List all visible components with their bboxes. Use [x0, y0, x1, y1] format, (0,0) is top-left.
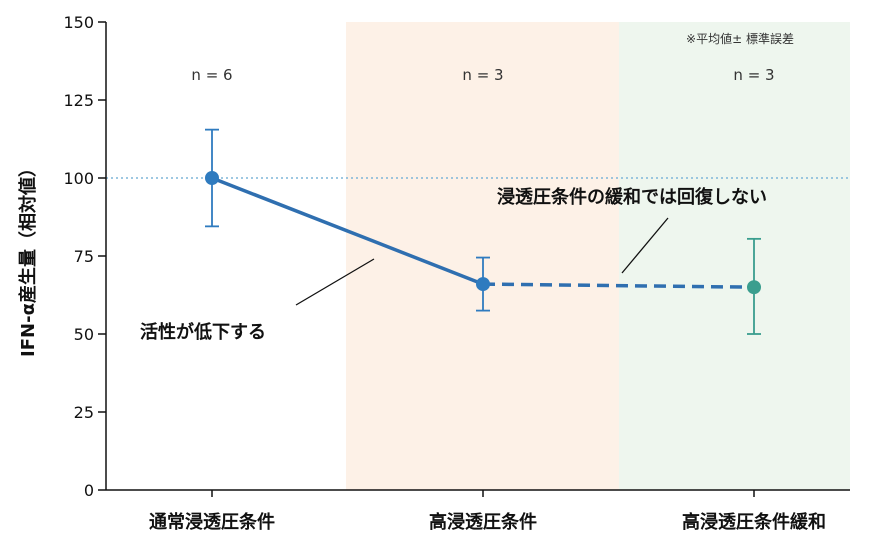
shaded-region-1 [346, 22, 619, 490]
y-tick-label-25: 25 [74, 403, 94, 422]
y-tick-label-50: 50 [74, 325, 94, 344]
n-label-2: n = 3 [462, 66, 503, 84]
y-tick-label-0: 0 [84, 481, 94, 500]
y-tick-label-150: 150 [63, 13, 94, 32]
annotation-activity-decrease: 活性が低下する [140, 321, 266, 343]
data-point-3 [747, 280, 761, 295]
y-tick-label-75: 75 [74, 247, 94, 266]
y-axis: 0 25 50 75 100 125 150 [63, 13, 107, 500]
n-label-3: n = 3 [733, 66, 774, 84]
line-segment-1 [211, 176, 484, 286]
x-axis: 通常浸透圧条件 高浸透圧条件 高浸透圧条件緩和 [106, 489, 850, 533]
x-category-label-1: 通常浸透圧条件 [149, 511, 275, 533]
annotation-leader-1 [295, 258, 375, 306]
annotation-leader-2 [621, 217, 669, 274]
shaded-region-2 [619, 22, 850, 490]
n-labels: n = 6 n = 3 n = 3 [191, 66, 774, 84]
y-tick-label-100: 100 [63, 169, 94, 188]
y-tick-label-125: 125 [63, 91, 94, 110]
x-category-label-3: 高浸透圧条件緩和 [682, 511, 826, 533]
series [205, 128, 761, 335]
annotation-no-recovery: 浸透圧条件の緩和では回復しない [497, 186, 767, 208]
data-point-2 [476, 277, 490, 292]
y-axis-label: IFN-α産生量（相対値） [17, 159, 39, 357]
error-note: ※平均値± 標準誤差 [686, 31, 794, 46]
annotations: 活性が低下する 浸透圧条件の緩和では回復しない [140, 186, 767, 343]
x-category-label-2: 高浸透圧条件 [429, 511, 537, 533]
n-label-1: n = 6 [191, 66, 232, 84]
data-point-1 [205, 171, 219, 185]
line-segment-2 [482, 282, 755, 289]
shaded-regions [346, 22, 850, 490]
